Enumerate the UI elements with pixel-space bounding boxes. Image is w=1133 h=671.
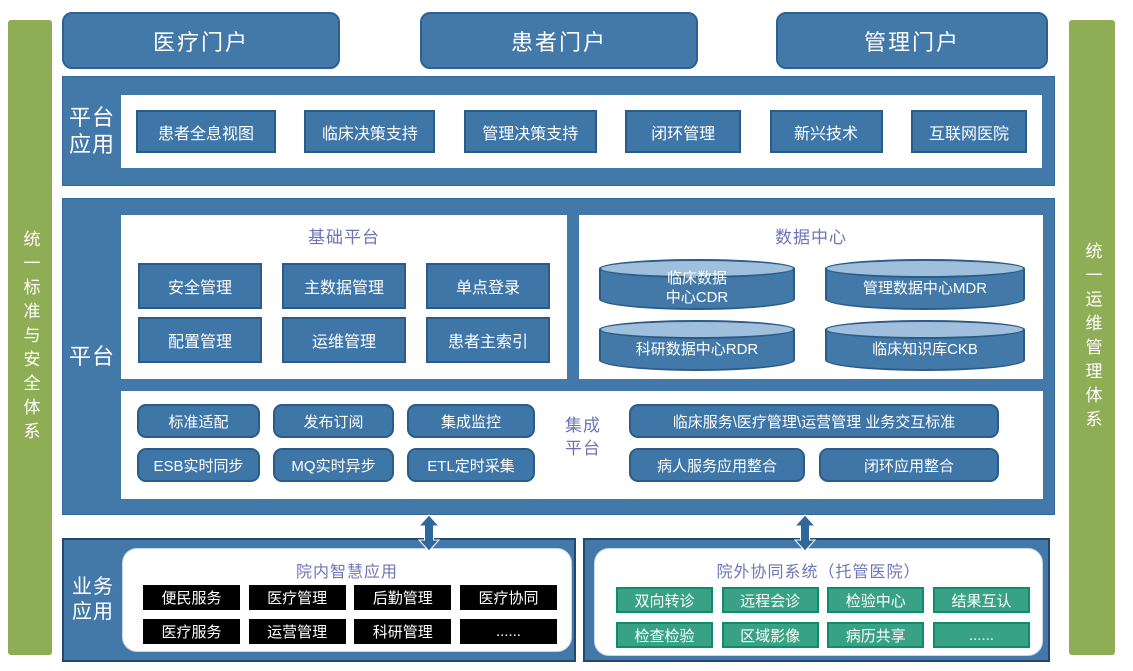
cylinder-rdr-label: 科研数据中心RDR xyxy=(635,340,759,358)
integration-platform-label: 集成 平台 xyxy=(565,416,601,458)
ext-result-mutual-recognition: 结果互认 xyxy=(932,587,1030,613)
right-ops-management-bar: 统一运维管理体系 xyxy=(1069,20,1115,655)
int-business-interaction-standard: 临床服务\医疗管理\运营管理 业务交互标准 xyxy=(629,404,999,438)
cylinder-top xyxy=(599,320,795,339)
portal-admin: 管理门户 xyxy=(776,12,1048,69)
ext-medical-record-sharing: 病历共享 xyxy=(827,622,925,648)
external-collab-panel: 院外协同系统（托管医院） 双向转诊 远程会诊 检验中心 结果互认 检查检验 区域… xyxy=(594,548,1043,656)
ext-two-way-referral: 双向转诊 xyxy=(616,587,713,613)
int-publish-subscribe: 发布订阅 xyxy=(273,404,394,438)
external-apps-grid: 双向转诊 远程会诊 检验中心 结果互认 检查检验 区域影像 病历共享 .....… xyxy=(616,587,1030,648)
int-etl-scheduled-collection: ETL定时采集 xyxy=(407,448,535,482)
right-bar-label: 统一运维管理体系 xyxy=(1082,241,1102,434)
integration-platform-panel: 标准适配 发布订阅 集成监控 ESB实时同步 MQ实时异步 ETL定时采集 集成… xyxy=(121,391,1043,499)
biz-medical-collaboration: 医疗协同 xyxy=(459,585,557,610)
cylinder-ckb: 临床知识库CKB xyxy=(825,320,1025,371)
cylinder-mdr: 管理数据中心MDR xyxy=(825,259,1025,310)
internal-apps-grid: 便民服务 医疗管理 后勤管理 医疗协同 医疗服务 运营管理 科研管理 .....… xyxy=(143,585,557,644)
base-config-management: 配置管理 xyxy=(138,317,262,363)
base-platform-grid: 安全管理 主数据管理 单点登录 配置管理 运维管理 患者主索引 xyxy=(138,263,550,363)
ext-examination-testing: 检查检验 xyxy=(616,622,713,648)
int-closed-loop-integration: 闭环应用整合 xyxy=(819,448,999,482)
double-arrow-left xyxy=(417,514,441,552)
business-apps-label: 业务 应用 xyxy=(72,576,114,623)
cylinder-ckb-label: 临床知识库CKB xyxy=(872,340,978,358)
portal-patient: 患者门户 xyxy=(420,12,698,69)
cylinder-top xyxy=(825,259,1025,278)
app-patient-holographic-view: 患者全息视图 xyxy=(136,110,276,153)
platform-apps-container: 平台 应用 患者全息视图 临床决策支持 管理决策支持 闭环管理 新兴技术 互联网… xyxy=(62,76,1055,186)
app-emerging-technology: 新兴技术 xyxy=(769,110,883,153)
business-external-container: 院外协同系统（托管医院） 双向转诊 远程会诊 检验中心 结果互认 检查检验 区域… xyxy=(583,538,1050,662)
cylinder-mdr-label: 管理数据中心MDR xyxy=(862,279,988,297)
business-internal-container: 业务 应用 院内智慧应用 便民服务 医疗管理 后勤管理 医疗协同 医疗服务 运营… xyxy=(62,538,576,662)
portal-medical: 医疗门户 xyxy=(62,12,340,69)
ext-testing-center: 检验中心 xyxy=(827,587,925,613)
app-clinical-decision-support: 临床决策支持 xyxy=(304,110,436,153)
biz-operations-management: 运营管理 xyxy=(248,619,346,644)
app-internet-hospital: 互联网医院 xyxy=(910,110,1027,153)
biz-medical-services: 医疗服务 xyxy=(143,619,240,644)
integration-left-grid: 标准适配 发布订阅 集成监控 ESB实时同步 MQ实时异步 ETL定时采集 xyxy=(137,404,535,482)
base-patient-master-index: 患者主索引 xyxy=(426,317,550,363)
internal-smart-apps-panel: 院内智慧应用 便民服务 医疗管理 后勤管理 医疗协同 医疗服务 运营管理 科研管… xyxy=(122,548,572,652)
cylinder-cdr: 临床数据 中心CDR xyxy=(599,259,795,310)
platform-label: 平台 xyxy=(68,343,115,369)
int-mq-realtime-async: MQ实时异步 xyxy=(273,448,394,482)
biz-medical-management: 医疗管理 xyxy=(248,585,346,610)
base-platform-title: 基础平台 xyxy=(308,228,380,247)
double-arrow-right xyxy=(793,514,817,552)
biz-more-ellipsis: ...... xyxy=(459,619,557,644)
cylinder-top xyxy=(599,259,795,278)
portal-patient-label: 患者门户 xyxy=(510,29,607,55)
cylinder-rdr: 科研数据中心RDR xyxy=(599,320,795,371)
internal-smart-apps-title: 院内智慧应用 xyxy=(295,564,398,581)
ext-remote-consultation: 远程会诊 xyxy=(721,587,819,613)
data-center-panel: 数据中心 临床数据 中心CDR 管理数据中心MDR xyxy=(579,215,1043,379)
external-collab-title: 院外协同系统（托管医院） xyxy=(716,564,921,581)
data-center-grid: 临床数据 中心CDR 管理数据中心MDR 科研数据中心 xyxy=(599,259,1025,371)
platform-container: 平台 基础平台 安全管理 主数据管理 单点登录 配置管理 运维管理 患者主索引 … xyxy=(62,198,1055,515)
left-standard-security-bar: 统一标准与安全体系 xyxy=(8,20,52,655)
int-patient-service-integration: 病人服务应用整合 xyxy=(629,448,805,482)
base-ops-management: 运维管理 xyxy=(282,317,406,363)
cylinder-cdr-label: 临床数据 中心CDR xyxy=(665,270,729,306)
int-integration-monitoring: 集成监控 xyxy=(407,404,535,438)
portal-admin-label: 管理门户 xyxy=(863,29,960,55)
left-bar-label: 统一标准与安全体系 xyxy=(20,229,40,446)
ext-more-ellipsis: ...... xyxy=(932,622,1030,648)
cylinder-top xyxy=(825,320,1025,339)
platform-apps-panel: 患者全息视图 临床决策支持 管理决策支持 闭环管理 新兴技术 互联网医院 xyxy=(121,95,1042,168)
biz-research-management: 科研管理 xyxy=(354,619,452,644)
biz-convenience-services: 便民服务 xyxy=(143,585,240,610)
biz-logistics-management: 后勤管理 xyxy=(354,585,452,610)
app-closed-loop-management: 闭环管理 xyxy=(625,110,742,153)
base-single-sign-on: 单点登录 xyxy=(426,263,550,309)
platform-apps-label: 平台 应用 xyxy=(68,104,115,158)
int-standard-adaptation: 标准适配 xyxy=(137,404,260,438)
app-management-decision-support: 管理决策支持 xyxy=(463,110,597,153)
data-center-title: 数据中心 xyxy=(775,228,847,247)
portal-medical-label: 医疗门户 xyxy=(152,29,249,55)
base-master-data-management: 主数据管理 xyxy=(282,263,406,309)
ext-regional-imaging: 区域影像 xyxy=(721,622,819,648)
base-security-management: 安全管理 xyxy=(138,263,262,309)
int-esb-realtime-sync: ESB实时同步 xyxy=(137,448,260,482)
base-platform-panel: 基础平台 安全管理 主数据管理 单点登录 配置管理 运维管理 患者主索引 xyxy=(121,215,567,379)
